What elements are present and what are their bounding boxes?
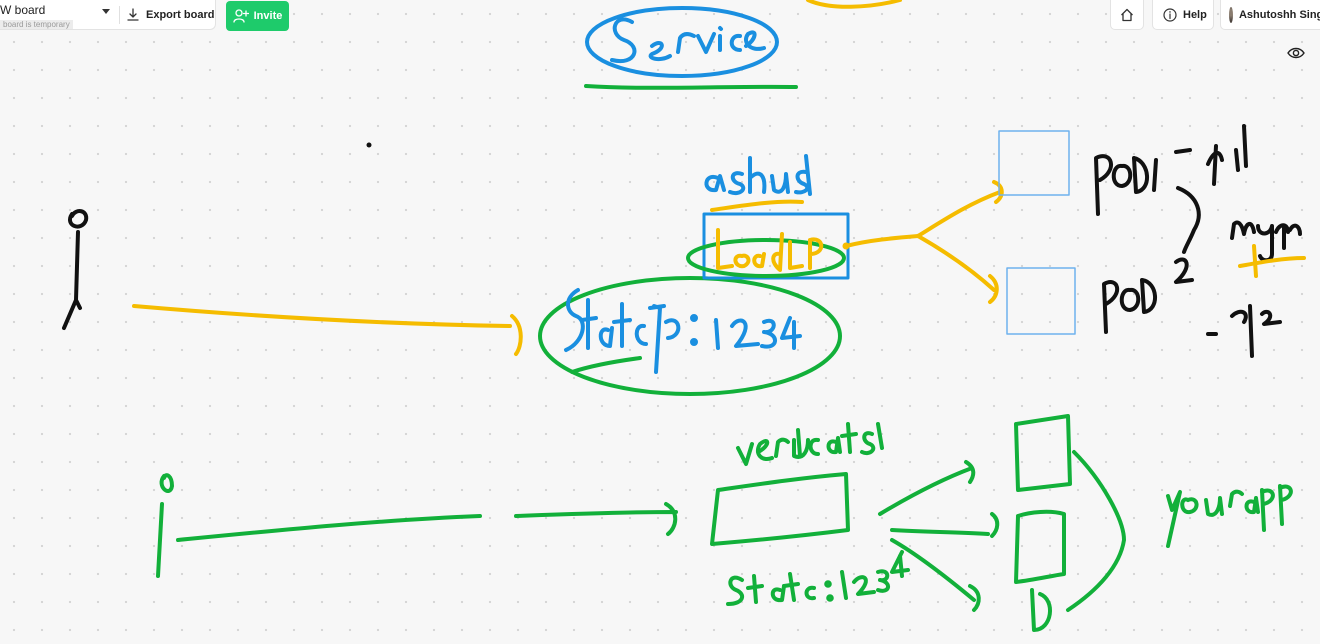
- yellow-arc-top: [806, 0, 902, 9]
- home-icon: [1121, 8, 1133, 21]
- help-label: Help: [1183, 8, 1207, 21]
- temporary-board-notice: board is temporary: [0, 20, 73, 29]
- board-name[interactable]: W board: [0, 3, 46, 17]
- pod-labels-sketch: [1094, 124, 1282, 358]
- static-ip-sketch: [538, 276, 842, 396]
- export-board-button[interactable]: Export board: [126, 3, 214, 27]
- my-app-label-sketch: [1230, 220, 1306, 278]
- yellow-arrow-to-static-ip: [132, 304, 523, 356]
- add-user-icon: [232, 9, 249, 23]
- user-figure-bottom: [156, 473, 174, 578]
- lb-anchor-dot: [842, 242, 850, 250]
- service-heading-sketch: [585, 6, 779, 78]
- invite-label: Invite: [253, 10, 283, 22]
- user-name: Ashutoshh Singh: [1238, 8, 1320, 21]
- user-figure-top: [62, 209, 89, 330]
- download-icon: [127, 8, 139, 21]
- home-button[interactable]: [1110, 0, 1144, 30]
- info-icon: [1163, 7, 1177, 22]
- static-1234-label-sketch: [726, 550, 910, 606]
- green-fork-to-containers: [878, 460, 1000, 612]
- yellow-fork-to-pods: [844, 180, 1004, 304]
- pod1-box: [998, 130, 1070, 196]
- export-board-label: Export board: [146, 9, 215, 21]
- board-toolbar: W board board is temporary Export board: [0, 0, 216, 30]
- green-arrow-to-service: [176, 502, 678, 542]
- pod2-box: [1006, 267, 1076, 335]
- toolbar-divider: [119, 6, 120, 24]
- green-containers: [1014, 414, 1126, 632]
- invite-button[interactable]: Invite: [226, 1, 289, 31]
- chevron-down-icon[interactable]: [102, 9, 110, 14]
- help-button[interactable]: Help: [1152, 0, 1214, 30]
- ashus1-label-sketch: [704, 154, 812, 196]
- your-app-label-sketch: [1166, 484, 1293, 548]
- vercats1-label-sketch: [736, 422, 884, 466]
- avatar: [1229, 6, 1233, 23]
- service-box: [710, 472, 850, 546]
- load-balancer-sketch: [686, 212, 850, 280]
- service-underline: [584, 84, 798, 90]
- stray-dot: [366, 142, 372, 148]
- ashus1-underline: [710, 199, 804, 212]
- user-menu-button[interactable]: Ashutoshh Singh: [1220, 0, 1320, 30]
- eye-icon[interactable]: [1286, 45, 1306, 61]
